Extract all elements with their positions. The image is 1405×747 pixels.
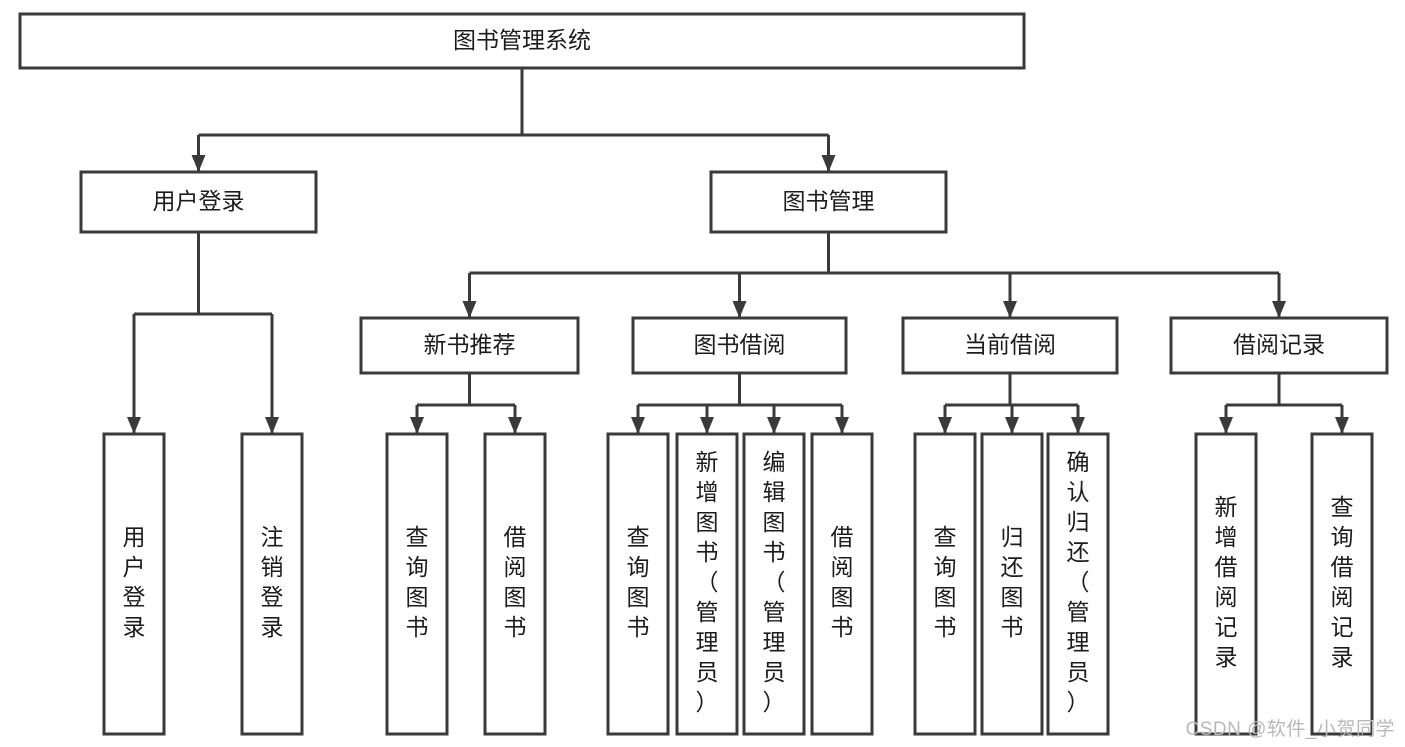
arrow-icon-records-1 [1219, 417, 1233, 434]
node-box-current-2[interactable] [980, 432, 1044, 736]
node-label-borrow-3: 编辑图书（管理员） [763, 449, 786, 715]
node-box-current[interactable] [901, 316, 1119, 375]
node-label-current-2: 归还图书 [1001, 524, 1024, 640]
node-box-current-3[interactable] [1046, 432, 1110, 736]
node-label-newbook-2: 借阅图书 [504, 524, 527, 640]
node-box-login-1[interactable] [102, 432, 166, 736]
node-box-newbook[interactable] [359, 316, 580, 375]
node-current-3[interactable]: 确认归还（管理员） [1046, 432, 1110, 736]
node-label-login-2: 注销登录 [261, 524, 284, 640]
node-root[interactable]: 图书管理系统 [18, 12, 1026, 70]
node-box-login[interactable] [79, 170, 318, 234]
node-box-borrow[interactable] [631, 316, 848, 375]
arrow-icon-newbook-2 [508, 417, 522, 434]
node-label-records-1: 新增借阅记录 [1215, 494, 1238, 670]
node-label-root: 图书管理系统 [453, 27, 591, 53]
node-login[interactable]: 用户登录 [79, 170, 318, 234]
node-box-bookmgmt[interactable] [709, 170, 948, 234]
node-newbook[interactable]: 新书推荐 [359, 316, 580, 375]
node-box-records-1[interactable] [1194, 432, 1258, 736]
arrow-icon-current-3 [1071, 417, 1085, 434]
node-box-borrow-2[interactable] [675, 432, 739, 736]
node-newbook-2[interactable]: 借阅图书 [483, 432, 547, 736]
node-label-newbook: 新书推荐 [424, 332, 516, 358]
node-box-records[interactable] [1169, 316, 1389, 375]
arrow-icon-bookmgmt [821, 155, 836, 172]
arrow-icon-records [1272, 301, 1286, 318]
node-label-bookmgmt: 图书管理 [783, 188, 875, 214]
node-box-records-2[interactable] [1310, 432, 1374, 736]
arrow-icon-borrow-1 [631, 417, 645, 434]
node-bookmgmt[interactable]: 图书管理 [709, 170, 948, 234]
arrow-icon-borrow-3 [767, 417, 781, 434]
node-current-2[interactable]: 归还图书 [980, 432, 1044, 736]
node-box-newbook-2[interactable] [483, 432, 547, 736]
arrow-icon-borrow-4 [835, 417, 849, 434]
connectors-layer [127, 68, 1349, 434]
node-box-current-1[interactable] [913, 432, 977, 736]
node-label-current-1: 查询图书 [934, 524, 957, 640]
node-borrow-2[interactable]: 新增图书（管理员） [675, 432, 739, 736]
arrow-icon-current [1003, 301, 1017, 318]
node-box-borrow-1[interactable] [606, 432, 670, 736]
node-borrow-3[interactable]: 编辑图书（管理员） [742, 432, 806, 736]
node-label-borrow-1: 查询图书 [627, 524, 650, 640]
node-label-current-3: 确认归还（管理员） [1067, 449, 1090, 715]
node-label-records-2: 查询借阅记录 [1331, 494, 1354, 670]
node-label-borrow-2: 新增图书（管理员） [696, 449, 719, 715]
node-label-login-1: 用户登录 [123, 524, 146, 640]
node-current-1[interactable]: 查询图书 [913, 432, 977, 736]
arrow-icon-login-1 [127, 417, 141, 434]
node-box-login-2[interactable] [240, 432, 304, 736]
arrow-icon-newbook [462, 301, 477, 318]
node-box-borrow-4[interactable] [810, 432, 874, 736]
arrow-icon-records-2 [1335, 417, 1349, 434]
node-label-newbook-1: 查询图书 [406, 524, 429, 640]
node-label-records: 借阅记录 [1233, 332, 1325, 358]
node-newbook-1[interactable]: 查询图书 [385, 432, 449, 736]
arrow-icon-current-1 [938, 417, 952, 434]
node-box-root[interactable] [18, 12, 1026, 70]
arrow-icon-borrow-2 [700, 417, 714, 434]
node-records[interactable]: 借阅记录 [1169, 316, 1389, 375]
node-box-borrow-3[interactable] [742, 432, 806, 736]
arrow-icon-borrow [732, 301, 747, 318]
node-label-borrow-4: 借阅图书 [831, 524, 854, 640]
node-borrow-1[interactable]: 查询图书 [606, 432, 670, 736]
node-label-login: 用户登录 [153, 188, 245, 214]
arrow-icon-login-2 [265, 417, 279, 434]
node-borrow[interactable]: 图书借阅 [631, 316, 848, 375]
arrow-icon-current-2 [1005, 417, 1019, 434]
nodes-layer: 图书管理系统用户登录图书管理用户登录注销登录新书推荐图书借阅当前借阅借阅记录查询… [18, 12, 1389, 736]
arrow-icon-newbook-1 [410, 417, 424, 434]
node-label-borrow: 图书借阅 [694, 332, 786, 358]
node-login-2[interactable]: 注销登录 [240, 432, 304, 736]
node-login-1[interactable]: 用户登录 [102, 432, 166, 736]
node-current[interactable]: 当前借阅 [901, 316, 1119, 375]
node-borrow-4[interactable]: 借阅图书 [810, 432, 874, 736]
node-box-newbook-1[interactable] [385, 432, 449, 736]
node-records-1[interactable]: 新增借阅记录 [1194, 432, 1258, 736]
node-records-2[interactable]: 查询借阅记录 [1310, 432, 1374, 736]
node-label-current: 当前借阅 [964, 332, 1056, 358]
arrow-icon-login [191, 155, 206, 172]
